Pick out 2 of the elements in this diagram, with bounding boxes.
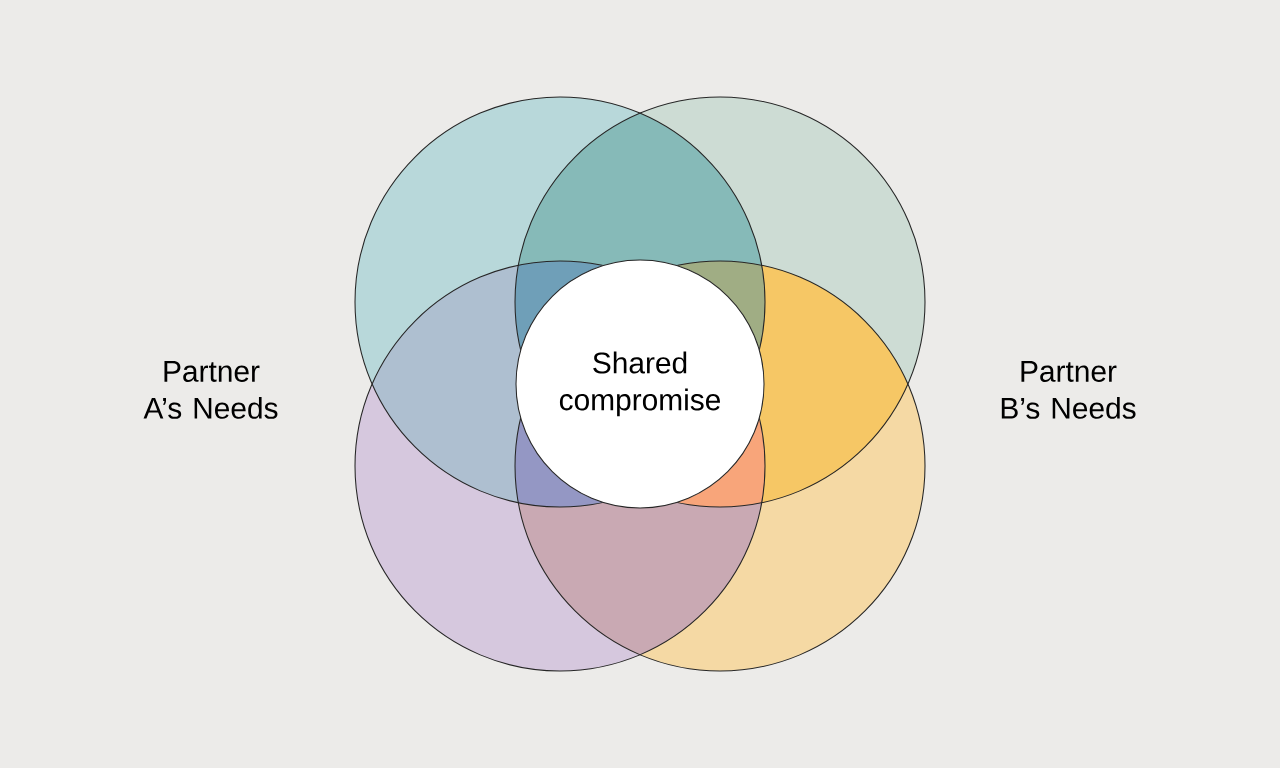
side-label: Partner A’s Needs	[143, 361, 278, 419]
side-label: Partner B’s Needs	[1001, 361, 1136, 419]
